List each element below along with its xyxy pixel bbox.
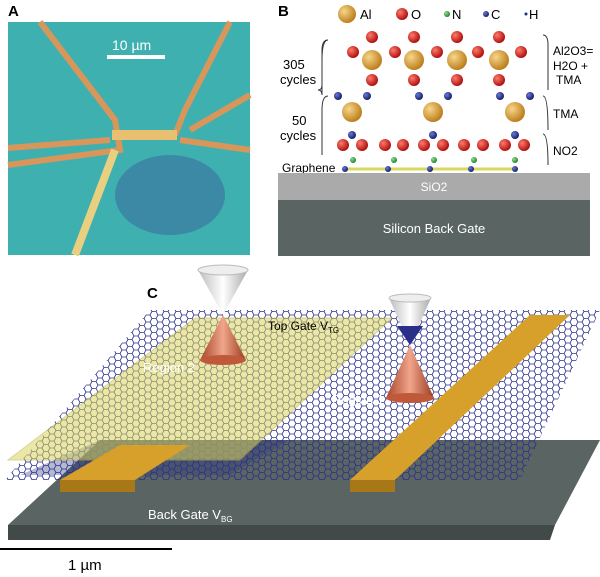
panel-c: C Top Gate VTG Region 2 Region 1 Back Ga… [0,264,600,574]
svg-text:TMA: TMA [556,73,581,87]
svg-text:H2O +: H2O + [553,59,588,73]
label-no2: NO2 [553,144,578,158]
dirac-cone-upper-2 [198,270,248,315]
scale-label-a: 10 µm [112,37,151,53]
label-tma: TMA [553,107,578,121]
graphene-label: Graphene [282,161,336,175]
right-electrode [350,315,570,480]
cycles-305: 305 [283,57,305,72]
top-gate-label: Top Gate VTG [268,319,339,335]
cycles-50: 50 [292,113,306,128]
svg-text:O: O [411,7,421,22]
left-electrode [60,445,190,480]
svg-text:Al: Al [360,7,372,22]
dirac-cone-lower-2 [200,315,246,360]
sio2-label: SiO2 [421,180,448,194]
svg-text:H: H [529,7,538,22]
svg-text:cycles: cycles [280,128,317,143]
back-gate-c-label: Back Gate VBG [148,507,233,524]
panel-b-label: B [278,3,289,20]
svg-text:cycles: cycles [280,72,317,87]
panel-c-label: C [147,285,158,302]
label-al2o3: Al2O3= [553,44,593,58]
region-1-label: Region 1 [332,392,384,407]
graphene-flake [115,155,225,235]
region-2-label: Region 2 [143,360,195,375]
dirac-cone-lower-1 [386,345,434,398]
legend: Al O N C H [338,5,538,23]
center-electrode [112,130,177,140]
silicon-back-gate [278,200,590,256]
back-gate-label: Silicon Back Gate [383,221,486,236]
dirac-cone-upper-1 [389,298,431,345]
svg-text:N: N [452,7,461,22]
braces [317,34,549,166]
svg-text:C: C [491,7,500,22]
wide-electrode [71,148,119,257]
molecular-structure [334,31,534,172]
panel-b: B Al O N C H 305 cycles 50 cycles Al2O3=… [278,3,593,256]
scale-label-c: 1 µm [68,557,102,574]
sio2-layer [278,173,590,200]
panel-a-label: A [8,3,19,20]
panel-a: A 10 µm [7,3,252,257]
